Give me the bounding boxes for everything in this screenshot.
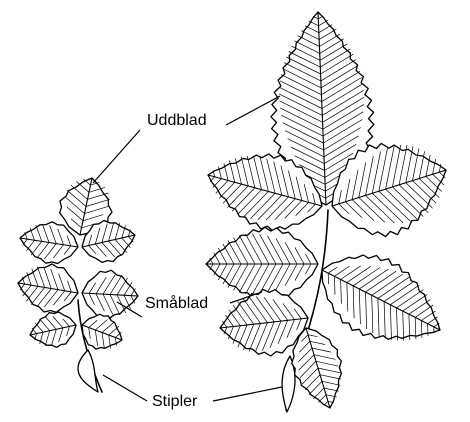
- stipules-label: Stipler: [152, 394, 197, 410]
- large-compound-leaf: [206, 12, 446, 412]
- small-leaflet: [82, 270, 138, 319]
- uddblad-leader-line-right: [226, 96, 280, 125]
- small-leaflet: [82, 314, 122, 349]
- large-leaflet: [322, 255, 440, 341]
- small-leaflet: [30, 312, 76, 347]
- leaflet-label: Småblad: [145, 296, 208, 312]
- stipler-leader-line: [103, 375, 147, 401]
- uddblad-leader-line: [93, 130, 140, 183]
- small-compound-leaf: [18, 178, 138, 392]
- small-leaflet: [20, 222, 78, 264]
- small-stipule: [78, 350, 98, 392]
- large-leaflet: [292, 328, 342, 408]
- stipler-leader-line-right: [213, 387, 282, 401]
- terminal-leaflet-label: Uddblad: [147, 113, 207, 129]
- small-leaflet: [18, 264, 78, 312]
